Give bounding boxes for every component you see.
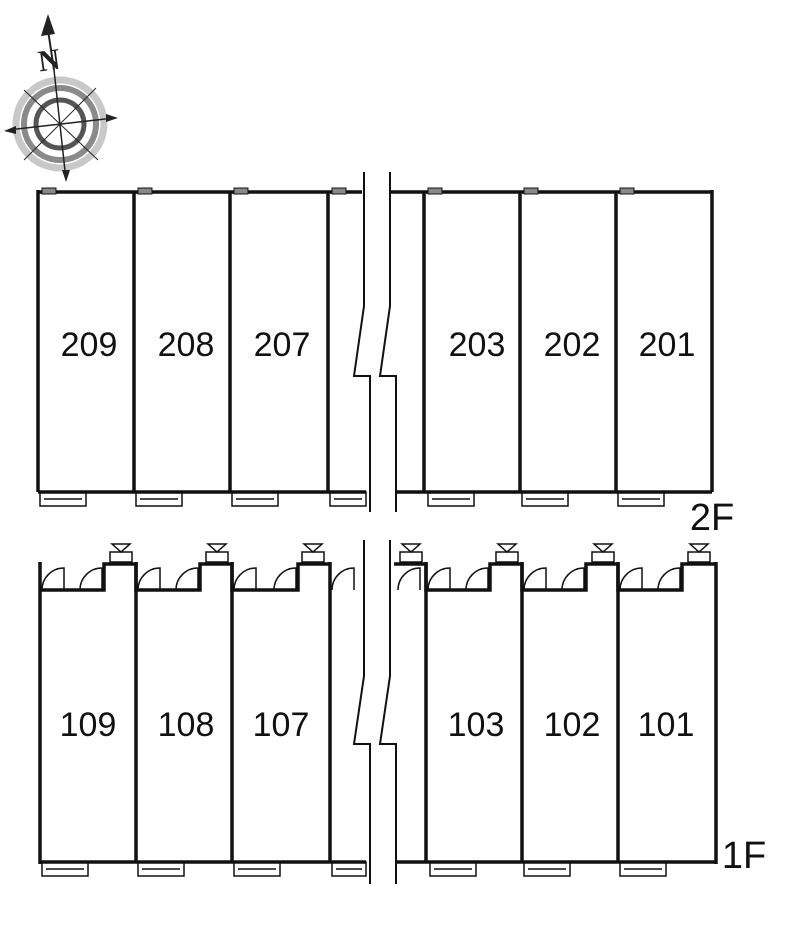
unit-label: 207	[254, 326, 311, 364]
floor-label-1f: 1F	[722, 835, 766, 877]
unit-label: 103	[448, 706, 505, 744]
unit-label: 101	[638, 706, 695, 744]
unit-label: 208	[158, 326, 215, 364]
unit-label: 202	[544, 326, 601, 364]
floor-1f: 109 108 107 103 102 101 1F	[38, 540, 766, 884]
unit-label: 108	[158, 706, 215, 744]
north-label: N	[36, 43, 62, 79]
unit-label: 203	[449, 326, 506, 364]
unit-label: 201	[639, 326, 696, 364]
break-line-1f	[352, 540, 397, 884]
meter-box-icon	[109, 543, 711, 563]
floor-2f: 209 208 207 203 202 201 2F	[36, 172, 734, 539]
break-line-2f	[352, 172, 397, 512]
floor-label-2f: 2F	[690, 497, 734, 539]
unit-label: 209	[61, 326, 118, 364]
unit-label: 107	[253, 706, 310, 744]
compass-icon: N	[4, 14, 118, 182]
unit-label: 102	[544, 706, 601, 744]
unit-label: 109	[60, 706, 117, 744]
